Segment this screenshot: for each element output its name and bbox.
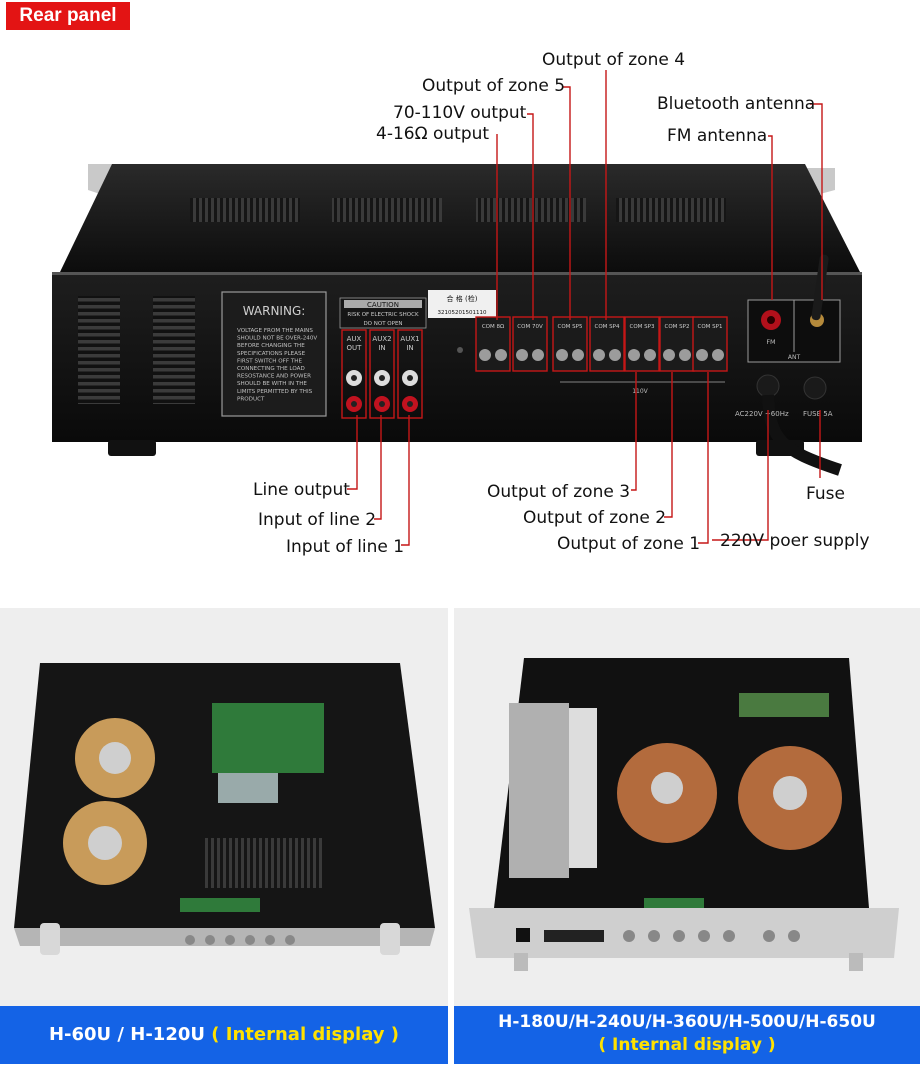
label-input-line2: Input of line 2 (258, 510, 377, 530)
terminal-screw (516, 349, 528, 361)
caption-right-note: ( Internal display ) (598, 1035, 776, 1055)
jack-frame (341, 329, 367, 419)
svg-text:合 格 (检): 合 格 (检) (447, 294, 478, 303)
terminal-screw (495, 349, 507, 361)
label-fm-antenna: FM antenna (667, 126, 768, 146)
callout-leaders (347, 70, 823, 546)
rca-jack-hole (379, 401, 385, 407)
terminal-screw (644, 349, 656, 361)
terminal-screw (572, 349, 584, 361)
jack-label: AUX1 (400, 335, 419, 343)
terminal-screw (679, 349, 691, 361)
jack-label: IN (406, 344, 413, 352)
svg-text:32105201501110: 32105201501110 (438, 310, 487, 316)
terminal-block (512, 316, 548, 372)
terminal-block (552, 316, 588, 372)
caption-right: H-180U/H-240U/H-360U/H-500U/H-650U ( Int… (454, 1006, 920, 1064)
label-4-16ohm: 4-16Ω output (376, 124, 490, 144)
rca-jack-hole (407, 375, 413, 381)
warning-line: LIMITS PERMITTED BY THIS (237, 389, 313, 395)
warning-line: CONNECTING THE LOAD (237, 366, 305, 372)
terminal-screw (628, 349, 640, 361)
rca-jack-hole (351, 375, 357, 381)
warning-line: BEFORE CHANGING THE (237, 343, 305, 349)
caption-right-model: H-180U/H-240U/H-360U/H-500U/H-650U (498, 1012, 876, 1032)
svg-text:RISK OF ELECTRIC SHOCK: RISK OF ELECTRIC SHOCK (347, 312, 419, 318)
terminal-label: COM SP3 (630, 324, 655, 330)
terminal-block (624, 316, 660, 372)
terminal-label: COM SP4 (595, 324, 620, 330)
terminal-label: COM SP1 (698, 324, 723, 330)
label-input-line1: Input of line 1 (286, 537, 405, 557)
internal-photo-left (0, 608, 448, 1006)
terminal-label: COM 8Ω (482, 324, 504, 330)
label-zone3: Output of zone 3 (487, 482, 631, 502)
jack-frame (397, 329, 423, 419)
label-zone5: Output of zone 5 (422, 76, 566, 96)
rear-panel-badge: Rear panel (6, 2, 130, 30)
warning-line: PRODUCT (237, 396, 265, 402)
svg-text:CAUTION: CAUTION (367, 301, 399, 309)
rca-jack-hole (379, 375, 385, 381)
rca-jack-hole (351, 401, 357, 407)
terminal-screw (593, 349, 605, 361)
jack-label: OUT (347, 344, 363, 352)
terminal-label: COM SP5 (558, 324, 583, 330)
warning-line: FIRST SWITCH OFF THE (237, 358, 302, 364)
jack-label: AUX (347, 335, 362, 343)
label-line-output: Line output (253, 480, 350, 500)
warning-line: SPECIFICATIONS PLEASE (237, 351, 306, 357)
label-zone1: Output of zone 1 (557, 534, 701, 554)
jack-label: IN (378, 344, 385, 352)
jack-frame (369, 329, 395, 419)
terminal-label: COM 70V (517, 324, 543, 330)
svg-text:110V: 110V (632, 388, 648, 395)
warning-line: SHOULD NOT BE OVER-240V (237, 336, 317, 342)
warning-line: SHOULD BE WITH IN THE (237, 381, 307, 387)
label-220v-supply: 220V poer supply (720, 531, 870, 551)
rca-jack-hole (407, 401, 413, 407)
warning-title: WARNING: (243, 304, 306, 318)
terminal-block (692, 316, 728, 372)
svg-text:ANT: ANT (788, 354, 801, 361)
terminal-screw (609, 349, 621, 361)
caption-left-model: H-60U / H-120U (48, 1024, 206, 1045)
terminal-screw (712, 349, 724, 361)
terminal-screw (479, 349, 491, 361)
rear-panel-photo: WARNING: VOLTAGE FROM THE MAINS SHOULD NO… (52, 164, 862, 476)
label-bluetooth-antenna: Bluetooth antenna (657, 94, 816, 114)
label-70v: 70-110V output (393, 103, 527, 123)
terminal-screw (532, 349, 544, 361)
svg-text:FUSE 5A: FUSE 5A (803, 410, 833, 418)
label-fuse: Fuse (806, 484, 845, 504)
caption-left-note: ( Internal display ) (211, 1024, 400, 1045)
warning-line: RESOSTANCE AND POWER (237, 374, 311, 380)
caption-left: H-60U / H-120U ( Internal display ) (0, 1006, 448, 1064)
svg-text:DO NOT OPEN: DO NOT OPEN (363, 321, 402, 327)
terminal-label: COM SP2 (665, 324, 690, 330)
terminal-block (475, 316, 511, 372)
warning-line: VOLTAGE FROM THE MAINS (237, 328, 313, 334)
terminal-screw (696, 349, 708, 361)
terminal-block (589, 316, 625, 372)
terminal-screw (663, 349, 675, 361)
internal-photo-right (454, 608, 920, 1006)
label-zone2: Output of zone 2 (523, 508, 667, 528)
svg-text:AC220V ~60Hz: AC220V ~60Hz (735, 410, 789, 418)
label-zone4: Output of zone 4 (542, 50, 686, 70)
terminal-screw (556, 349, 568, 361)
svg-text:FM: FM (766, 338, 775, 346)
jack-label: AUX2 (372, 335, 391, 343)
